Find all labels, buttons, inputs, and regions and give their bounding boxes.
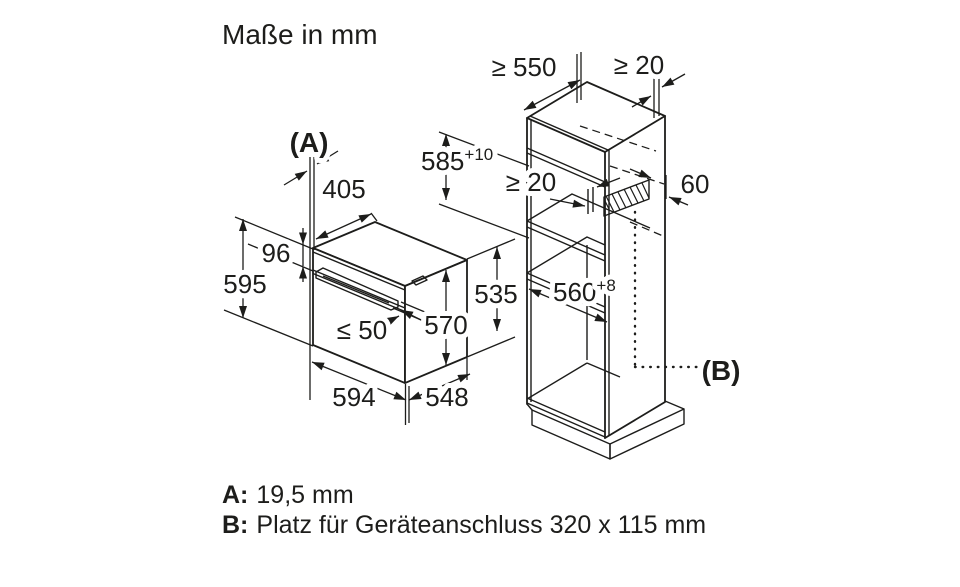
cabinet-shelf-front bbox=[526, 220, 606, 262]
legend-b-text: Platz für Geräteanschluss 320 x 115 mm bbox=[256, 511, 706, 539]
dim-50-arrow-leader bbox=[379, 315, 400, 327]
dim-405-ext bbox=[370, 212, 378, 222]
dim-20-inner-label: ≥ 20 bbox=[506, 167, 556, 197]
cabinet-niche-floor-back bbox=[526, 236, 606, 274]
dim-535-label: 535 bbox=[474, 279, 517, 309]
cabinet-plinth-side bbox=[609, 408, 685, 460]
oven-drawing bbox=[312, 221, 468, 384]
dim-594-ext bbox=[404, 384, 410, 425]
legend-b-key: B: bbox=[222, 511, 248, 539]
cabinet-plinth-connectors bbox=[526, 400, 685, 411]
dim-548-line bbox=[408, 373, 471, 401]
cabinet-right-bottom-edge bbox=[604, 401, 666, 439]
cabinet-edge-thickness bbox=[530, 120, 610, 436]
legend-line-b: B: Platz für Geräteanschluss 320 x 115 mm bbox=[222, 511, 706, 539]
oven-door-handle bbox=[315, 267, 399, 311]
oven-control-panel-line bbox=[312, 269, 406, 313]
cabinet-hidden-edges bbox=[579, 125, 665, 237]
dim-548-label: 548 bbox=[425, 382, 468, 412]
dim-560-tolerance: +8 bbox=[596, 276, 615, 295]
cabinet-top-face-inner bbox=[529, 115, 609, 151]
cabinet-shelf-top-surface bbox=[526, 193, 651, 229]
legend-a-key: A: bbox=[222, 481, 248, 509]
cabinet-bottom-panel bbox=[526, 362, 621, 438]
dim-585-label: 585+10 bbox=[421, 145, 493, 176]
dim-595-label: 595 bbox=[223, 269, 266, 299]
dim-60-label: 60 bbox=[681, 169, 710, 199]
dim-585-tolerance: +10 bbox=[464, 145, 493, 164]
dim-550-line bbox=[523, 79, 581, 111]
dim-585-ext bbox=[438, 131, 530, 239]
dim-550-label: ≥ 550 bbox=[492, 52, 557, 82]
dim-60-arrow-upper bbox=[629, 168, 652, 179]
callout-a-label: (A) bbox=[290, 127, 329, 158]
page-title: Maße in mm bbox=[222, 19, 378, 50]
dim-560-line bbox=[528, 288, 608, 323]
dim-570-label: 570 bbox=[424, 310, 467, 340]
cabinet-drawing bbox=[526, 81, 703, 460]
oven-dimensions bbox=[223, 150, 516, 425]
callout-b-leader bbox=[633, 210, 703, 369]
dim-20-top-ext bbox=[653, 76, 660, 118]
legend-line-a: A: 19,5 mm bbox=[222, 481, 354, 509]
dim-535-ext bbox=[466, 238, 516, 358]
legend-a-text: 19,5 mm bbox=[256, 481, 353, 509]
dim-50-label: ≤ 50 bbox=[337, 315, 387, 345]
dim-585-value: 585 bbox=[421, 146, 464, 176]
dim-a-arrow-right bbox=[316, 150, 339, 165]
oven-top-edge-inner bbox=[312, 251, 406, 291]
dim-560-label: 560+8 bbox=[553, 276, 616, 307]
cabinet-dimensions bbox=[438, 52, 689, 323]
dim-20-top-label: ≥ 20 bbox=[614, 50, 664, 80]
cabinet-shelf-gap-lines bbox=[587, 187, 594, 214]
dim-50-arrow-upper bbox=[400, 309, 422, 321]
dim-a-reference-lines bbox=[309, 157, 315, 400]
connection-area-hatch bbox=[603, 179, 650, 217]
dim-405-label: 405 bbox=[322, 174, 365, 204]
callout-b-label: (B) bbox=[702, 355, 741, 386]
dim-96-label: 96 bbox=[262, 238, 291, 268]
dim-405-line bbox=[315, 213, 372, 240]
dim-20-inner-arrow-right bbox=[596, 177, 621, 188]
dim-60-arrow-lower bbox=[668, 196, 689, 206]
cabinet-niche-ceiling bbox=[526, 147, 606, 188]
dim-a-arrow-left bbox=[283, 170, 308, 186]
cabinet-top-face bbox=[526, 81, 666, 153]
dim-20-top-arrow-left bbox=[631, 95, 652, 108]
dim-560-value: 560 bbox=[553, 277, 596, 307]
dim-595-ext bbox=[223, 309, 314, 347]
labels: Maße in mm (A) 405 96 595 ≤ 50 570 594 5… bbox=[218, 19, 745, 539]
dim-594-line bbox=[311, 361, 407, 401]
oven-side-vent bbox=[411, 275, 428, 286]
oven-door-handle-edge bbox=[322, 275, 390, 304]
dim-594-label: 594 bbox=[332, 382, 375, 412]
dim-20-top-arrow-right bbox=[661, 73, 686, 88]
dim-20-inner-arrow-left bbox=[549, 198, 586, 208]
